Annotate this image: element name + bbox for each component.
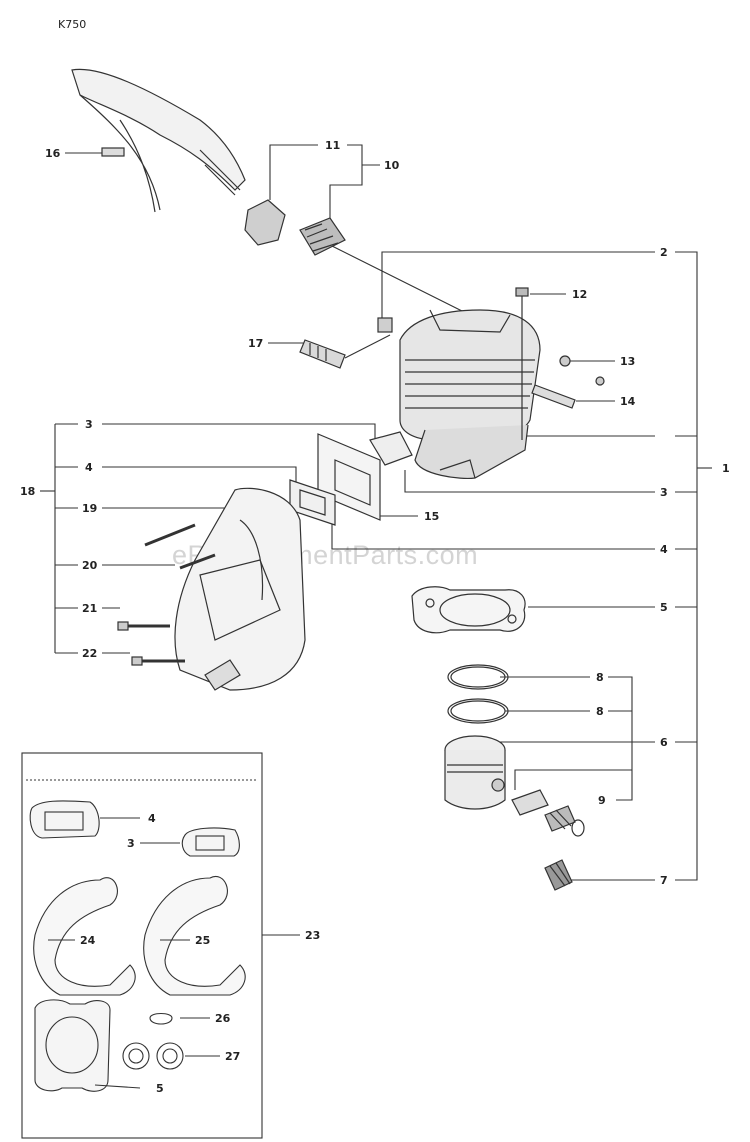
screw-22 bbox=[131, 656, 185, 666]
callout-3-right: 3 bbox=[660, 486, 668, 499]
callout-11: 11 bbox=[325, 139, 340, 152]
needle-bearing bbox=[544, 805, 576, 832]
piston-6 bbox=[444, 735, 506, 810]
cylinder-part bbox=[377, 309, 541, 480]
bearing-7 bbox=[544, 859, 573, 891]
handle-part bbox=[71, 68, 246, 213]
screw-16 bbox=[101, 147, 125, 157]
screw-21 bbox=[117, 621, 170, 631]
callout-25: 25 bbox=[195, 934, 210, 947]
gasket-kit-box bbox=[21, 752, 263, 1139]
callout-16: 16 bbox=[45, 147, 61, 160]
callout-4-right: 4 bbox=[660, 543, 668, 556]
callout-14: 14 bbox=[620, 395, 636, 408]
callout-17: 17 bbox=[248, 337, 263, 350]
callout-2: 2 bbox=[660, 246, 668, 259]
callout-10: 10 bbox=[384, 159, 400, 172]
callout-5: 5 bbox=[660, 601, 668, 614]
callout-20: 20 bbox=[82, 559, 98, 572]
callout-15: 15 bbox=[424, 510, 439, 523]
callout-22: 22 bbox=[82, 647, 97, 660]
screw-19 bbox=[144, 523, 196, 547]
callout-12: 12 bbox=[572, 288, 587, 301]
callout-4-left: 4 bbox=[85, 461, 93, 474]
callout-8b: 8 bbox=[596, 705, 604, 718]
callout-3-left: 3 bbox=[85, 418, 93, 431]
gasket-3 bbox=[369, 431, 413, 466]
circlip-9 bbox=[571, 819, 585, 837]
callout-19: 19 bbox=[82, 502, 97, 515]
callout-4-kit: 4 bbox=[148, 812, 156, 825]
piston-pin bbox=[511, 789, 549, 816]
callout-13: 13 bbox=[620, 355, 635, 368]
callout-6: 6 bbox=[660, 736, 668, 749]
callout-21: 21 bbox=[82, 602, 97, 615]
callout-7: 7 bbox=[660, 874, 668, 887]
spark-plug-17 bbox=[299, 339, 346, 369]
nut-11 bbox=[244, 199, 286, 246]
callout-27: 27 bbox=[225, 1050, 240, 1063]
callout-23: 23 bbox=[305, 929, 320, 942]
callout-5-kit: 5 bbox=[156, 1082, 164, 1095]
screw-20 bbox=[179, 553, 216, 570]
callout-24: 24 bbox=[80, 934, 96, 947]
muffler-part bbox=[174, 487, 306, 691]
callout-8a: 8 bbox=[596, 671, 604, 684]
callout-3-kit: 3 bbox=[127, 837, 135, 850]
bolt-12 bbox=[515, 287, 529, 440]
spring-10 bbox=[299, 217, 346, 256]
model-label: K750 bbox=[58, 18, 87, 31]
washer-14 bbox=[531, 376, 605, 409]
callout-18: 18 bbox=[20, 485, 35, 498]
callout-26: 26 bbox=[215, 1012, 231, 1025]
gasket-5 bbox=[411, 586, 526, 634]
piston-ring-8b bbox=[447, 698, 509, 724]
callout-9: 9 bbox=[598, 794, 606, 807]
callout-1: 1 bbox=[722, 462, 730, 475]
piston-ring-8a bbox=[447, 664, 509, 690]
gasket-4 bbox=[289, 479, 336, 526]
nut-13 bbox=[559, 355, 571, 367]
